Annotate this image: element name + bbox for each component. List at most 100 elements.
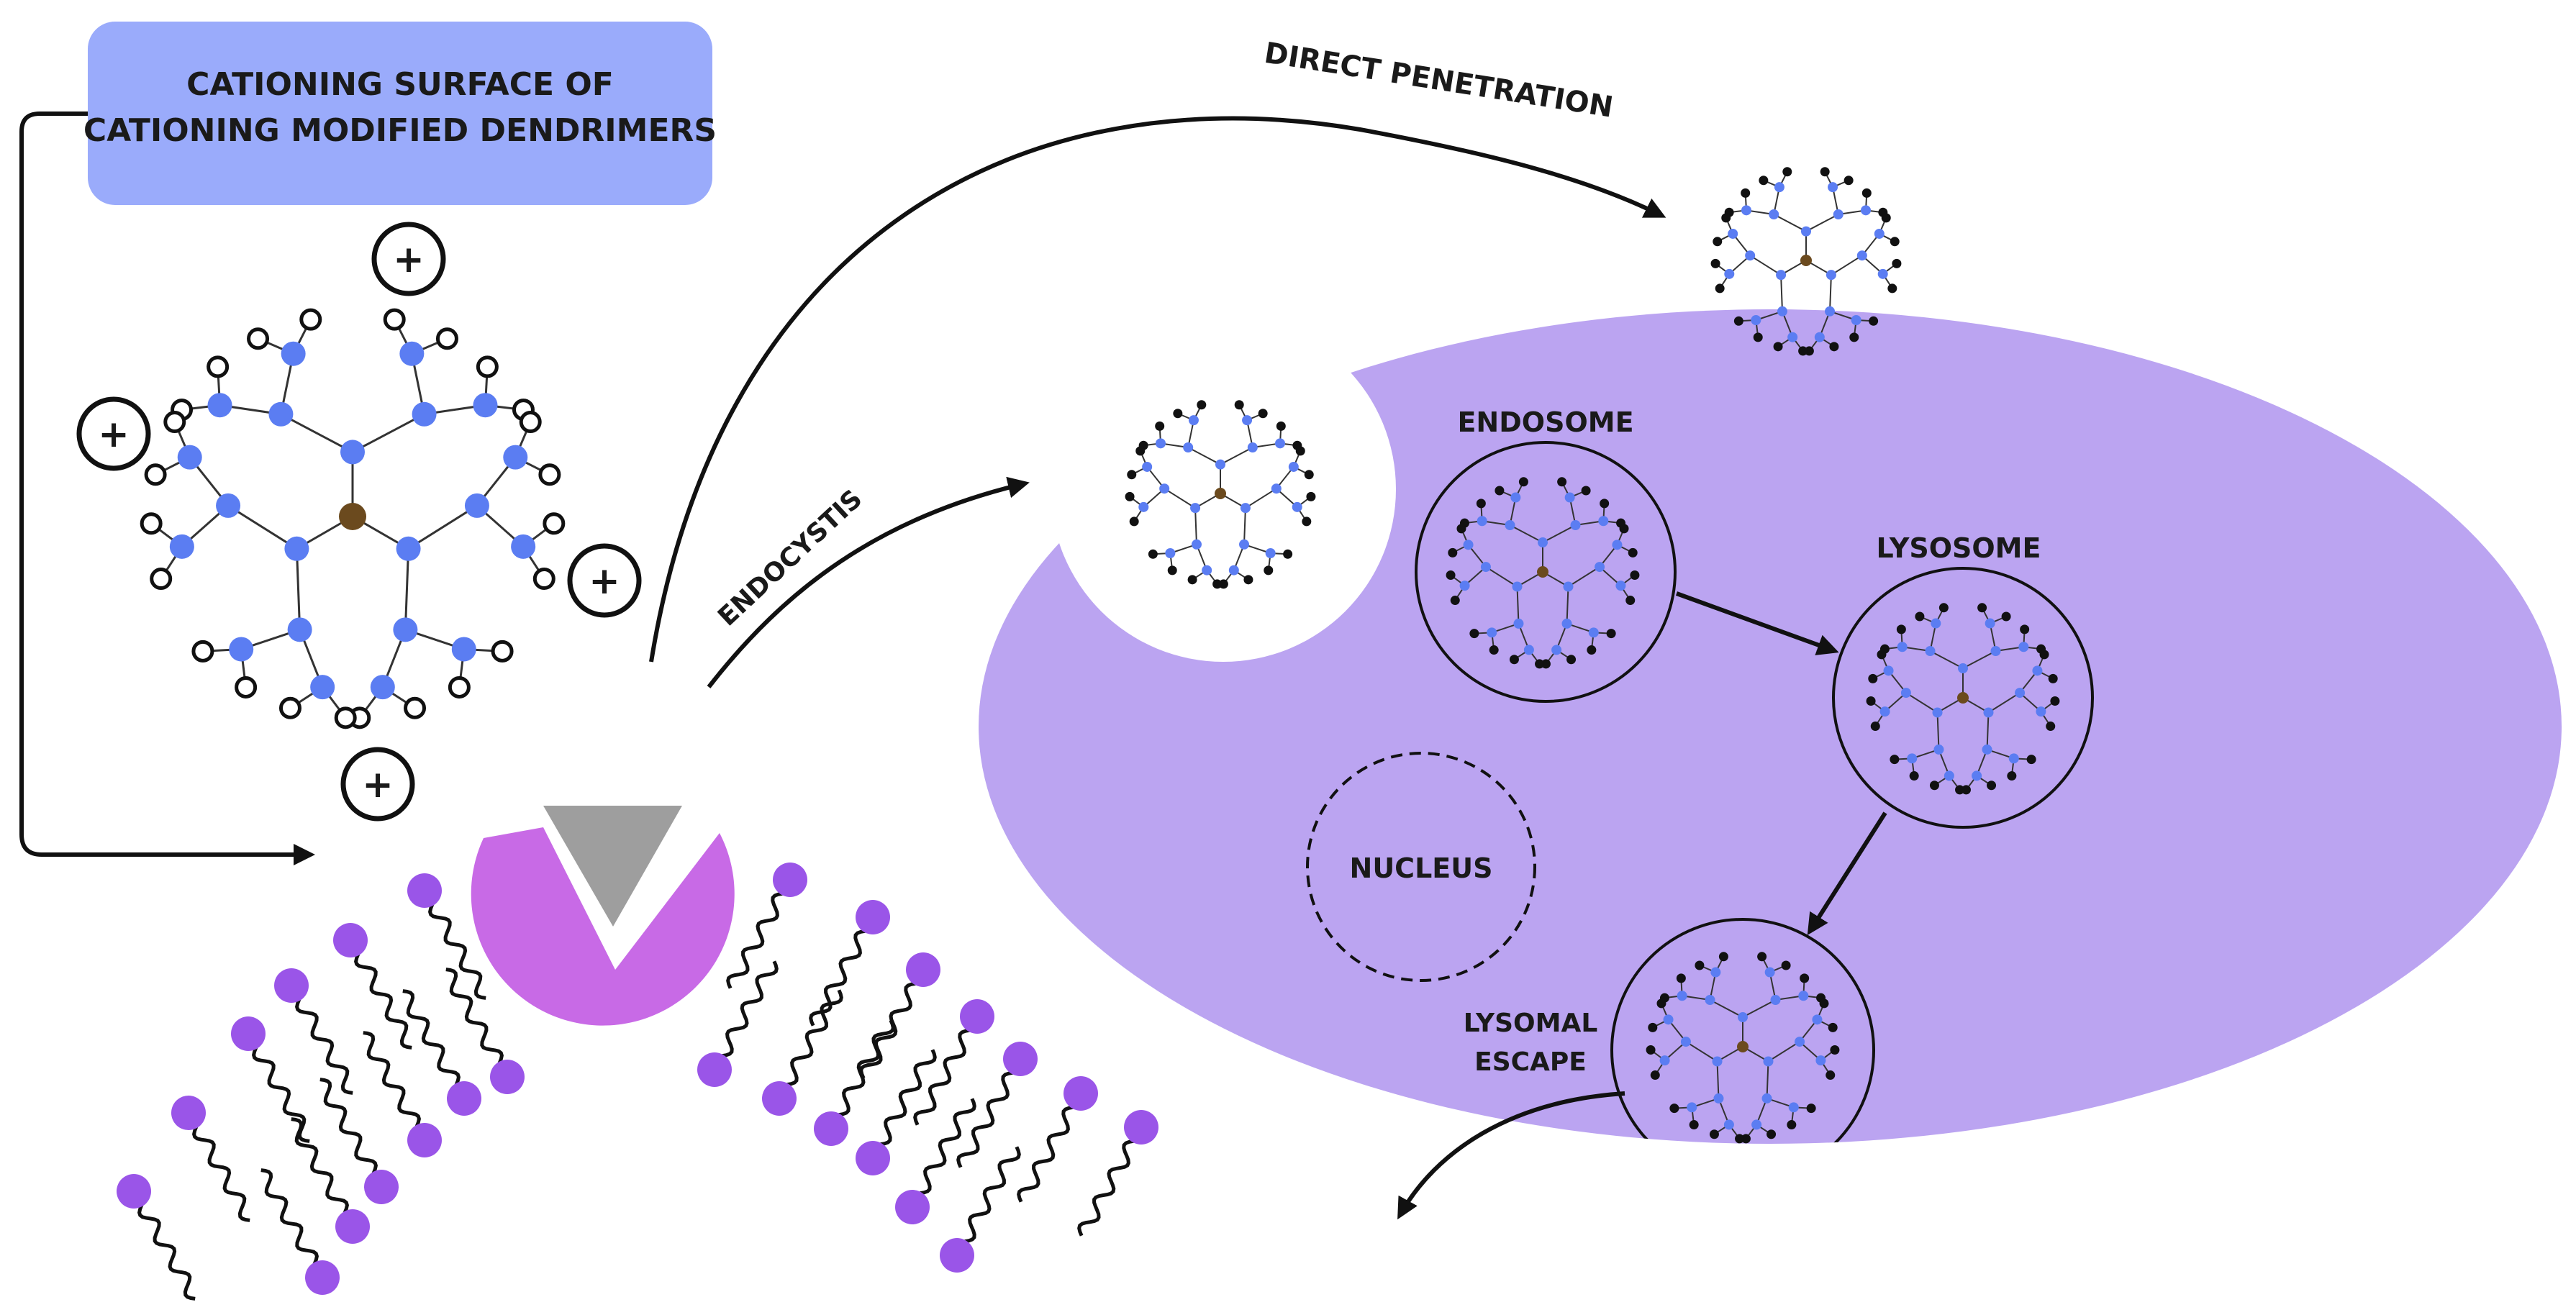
terminal-group <box>1781 960 1791 970</box>
terminal-group <box>1896 624 1906 634</box>
branch-node <box>1563 581 1574 592</box>
terminal-group <box>1135 446 1146 456</box>
nucleus: NUCLEUS <box>1306 752 1536 982</box>
terminal-group <box>1869 316 1879 326</box>
lipid-icon <box>363 1031 442 1157</box>
terminal-group <box>1557 477 1567 487</box>
terminal-group <box>144 463 167 486</box>
terminal-group <box>1892 258 1902 268</box>
terminal-group <box>2026 755 2036 765</box>
branch-node <box>1828 182 1838 193</box>
terminal-group <box>1909 771 1919 781</box>
plus-charge-icon: + <box>371 222 446 296</box>
terminal-group <box>1234 400 1244 410</box>
branch-node <box>1228 565 1239 575</box>
branch-node <box>1275 438 1286 449</box>
lipid-icon <box>1077 1110 1158 1237</box>
branch-node <box>1588 627 1599 638</box>
branch-node <box>1523 645 1534 655</box>
branch-node <box>1615 581 1626 591</box>
terminal-group <box>1773 342 1783 352</box>
terminal-group <box>1806 1104 1816 1114</box>
branch-node <box>1247 442 1258 453</box>
charge-markers: + + + + <box>76 222 642 822</box>
branch-node <box>1612 540 1623 550</box>
terminal-group <box>1826 1070 1836 1080</box>
terminal-group <box>1587 645 1597 655</box>
branch-node <box>1769 209 1779 220</box>
branch-node <box>1459 581 1470 591</box>
terminal-group <box>1987 781 1997 791</box>
terminal-group <box>1881 213 1891 223</box>
lipid-icon <box>859 952 940 1079</box>
terminal-group <box>1258 409 1268 419</box>
branch-node <box>1480 562 1491 573</box>
terminal-group <box>1938 603 1949 613</box>
branch-node <box>1944 770 1954 781</box>
lipid-icon <box>291 1117 370 1244</box>
branch-node <box>396 536 421 561</box>
terminal-group <box>1606 629 1616 639</box>
branch-node <box>1564 492 1575 503</box>
terminal-group <box>1929 781 1939 791</box>
branch-node <box>1265 548 1276 559</box>
terminal-group <box>2048 673 2058 683</box>
branch-node <box>1787 332 1798 342</box>
branch-node <box>1288 461 1299 472</box>
branch-node <box>1983 707 1994 718</box>
dendrimer-core <box>1537 566 1548 578</box>
branch-node <box>1292 501 1302 512</box>
branch-node <box>511 534 536 559</box>
branch-node <box>1815 1055 1826 1066</box>
branch-node <box>1826 270 1836 281</box>
terminal-group <box>1767 1129 1777 1139</box>
lipid-icon <box>697 960 779 1087</box>
terminal-group <box>1628 547 1638 558</box>
title-box: CATIONING SURFACE OF CATIONING MODIFIED … <box>83 22 717 205</box>
branch-node <box>1851 315 1861 326</box>
terminal-group <box>1619 524 1629 534</box>
branch-node <box>2036 706 2046 717</box>
terminal-group <box>1650 1070 1660 1080</box>
branch-node <box>1761 1093 1772 1104</box>
branch-node <box>473 393 498 418</box>
lipid-bilayer <box>117 863 1158 1301</box>
terminal-group <box>1915 611 1925 622</box>
escape-label-line-2: ESCAPE <box>1474 1047 1587 1077</box>
branch-node <box>284 536 309 561</box>
branch-node <box>1770 994 1781 1005</box>
terminal-group <box>1600 499 1610 509</box>
branch-node <box>340 440 365 465</box>
terminal-group <box>448 675 471 699</box>
branch-node <box>1745 250 1756 261</box>
branch-node <box>207 393 232 418</box>
dendrimer-core <box>1800 255 1812 266</box>
terminal-group <box>1446 570 1456 580</box>
branch-node <box>399 341 425 366</box>
branch-node <box>1240 503 1251 514</box>
terminal-group <box>334 706 357 729</box>
terminal-group <box>1187 575 1197 585</box>
branch-node <box>1713 1093 1724 1104</box>
dendrimer-core <box>339 503 366 530</box>
branch-node <box>1879 706 1890 717</box>
terminal-group <box>1306 491 1316 501</box>
svg-text:+: + <box>98 413 130 456</box>
terminal-group <box>1709 1129 1719 1139</box>
terminal-group <box>1656 998 1666 1009</box>
terminal-group <box>1759 176 1769 186</box>
branch-node <box>1982 744 1992 755</box>
branch-node <box>1705 994 1715 1005</box>
terminal-group <box>1877 650 1887 660</box>
terminal-group <box>1489 645 1499 655</box>
branch-node <box>1724 268 1735 279</box>
branch-node <box>310 675 335 700</box>
lipid-icon <box>333 923 412 1050</box>
cationic-dendrimer <box>140 308 566 729</box>
terminal-group <box>1541 659 1551 669</box>
endocytosis-arrow <box>707 476 1030 688</box>
lipid-icon <box>814 1019 895 1146</box>
terminal-group <box>235 675 258 699</box>
branch-node <box>1538 537 1548 548</box>
terminal-group <box>1710 258 1720 268</box>
